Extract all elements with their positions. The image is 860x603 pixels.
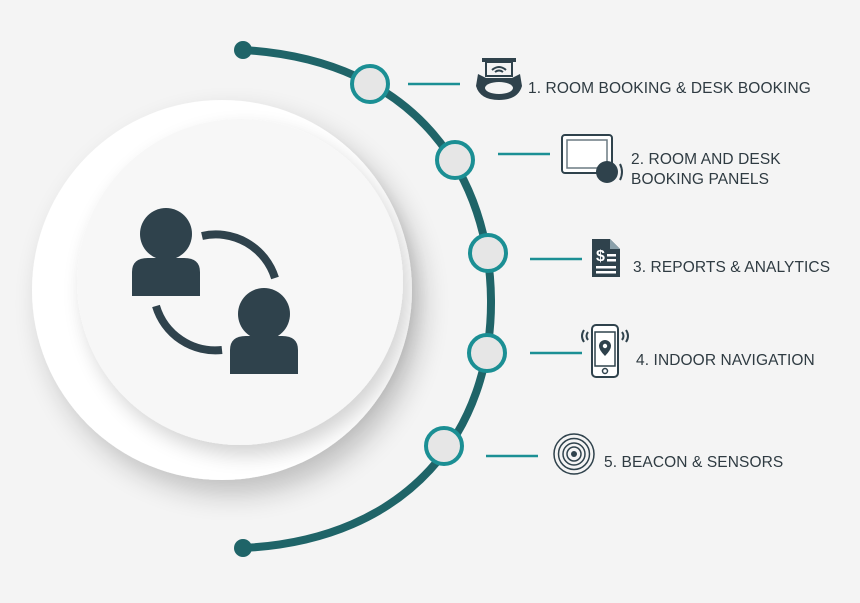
arc-start-dot xyxy=(234,41,252,59)
item-3-label-line-1: 3. REPORTS & ANALYTICS xyxy=(633,259,831,276)
meeting-room-icon xyxy=(476,58,522,100)
item-2-label: 2. ROOM AND DESK BOOKING PANELS xyxy=(631,150,781,190)
connector-lines xyxy=(408,82,582,458)
item-2-label-line-2: BOOKING PANELS xyxy=(631,171,770,188)
item-5-label-line-1: 5. BEACON & SENSORS xyxy=(604,454,784,471)
item-5-label: 5. BEACON & SENSORS xyxy=(604,453,783,473)
item-1-label: 1. ROOM BOOKING & DESK BOOKING xyxy=(528,79,811,99)
report-document-icon: $ xyxy=(592,239,620,277)
timeline-node-3 xyxy=(468,233,508,273)
timeline-nodes xyxy=(350,64,508,466)
timeline-node-5 xyxy=(424,426,464,466)
item-4-label-line-1: 4. INDOOR NAVIGATION xyxy=(636,352,815,369)
item-4-label: 4. INDOOR NAVIGATION xyxy=(636,351,815,371)
item-3-label: 3. REPORTS & ANALYTICS xyxy=(633,258,830,278)
phone-location-icon xyxy=(581,324,629,378)
people-exchange-icon xyxy=(132,208,298,374)
item-2-label-line-1: 2. ROOM AND DESK xyxy=(631,151,781,168)
tablet-panel-icon xyxy=(561,134,623,183)
item-1-label-line-1: 1. ROOM BOOKING & DESK BOOKING xyxy=(528,80,811,97)
timeline-node-1 xyxy=(350,64,390,104)
svg-text:$: $ xyxy=(596,248,605,265)
beacon-signal-icon xyxy=(553,433,595,475)
timeline-node-4 xyxy=(467,333,507,373)
timeline-node-2 xyxy=(435,140,475,180)
arc-end-dot xyxy=(234,539,252,557)
center-disc xyxy=(32,100,412,480)
